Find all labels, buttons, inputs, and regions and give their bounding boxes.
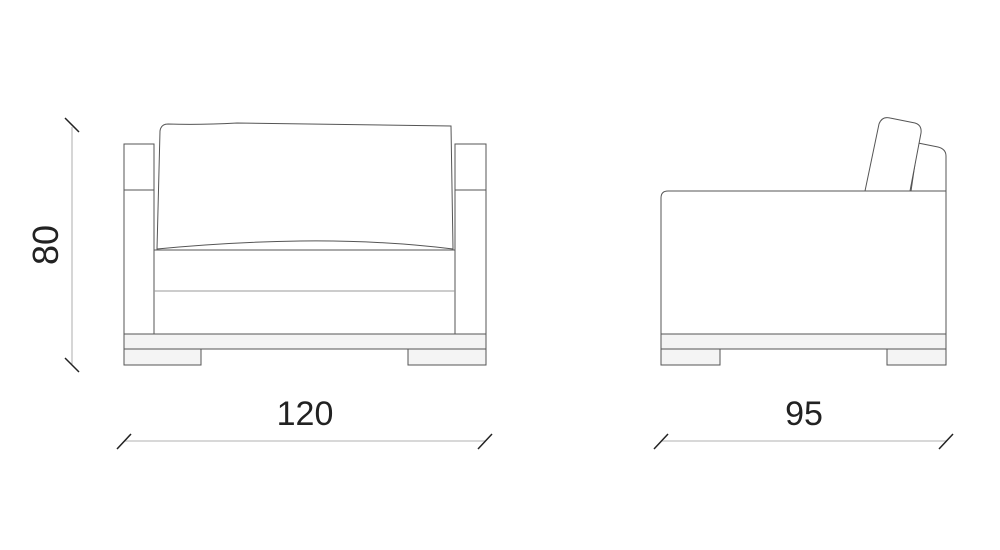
width-tick-right — [477, 433, 493, 450]
back-cushion — [156, 122, 454, 250]
height-label: 80 — [25, 225, 66, 265]
depth-label: 95 — [785, 395, 823, 433]
left-armrest — [123, 143, 155, 335]
seat — [153, 249, 456, 335]
width-tick-left — [116, 433, 132, 450]
side-view — [660, 117, 947, 366]
height-dimension: 80 — [25, 117, 80, 373]
side-front-foot — [660, 348, 721, 366]
height-tick-top — [64, 117, 80, 133]
front-right-foot — [407, 348, 487, 366]
side-back-cushion — [864, 117, 922, 192]
side-rear-foot — [886, 348, 947, 366]
front-view — [123, 122, 487, 366]
side-body — [660, 190, 947, 335]
front-left-foot — [123, 348, 202, 366]
depth-tick-left — [653, 433, 669, 450]
front-base — [123, 333, 487, 350]
depth-tick-right — [938, 433, 954, 450]
depth-dimension: 95 — [653, 395, 954, 450]
height-tick-bottom — [64, 357, 80, 373]
side-base — [660, 333, 947, 350]
right-armrest — [454, 143, 487, 335]
width-dimension: 120 — [116, 395, 493, 450]
side-rear-cushion — [910, 142, 947, 192]
width-label: 120 — [277, 395, 334, 433]
